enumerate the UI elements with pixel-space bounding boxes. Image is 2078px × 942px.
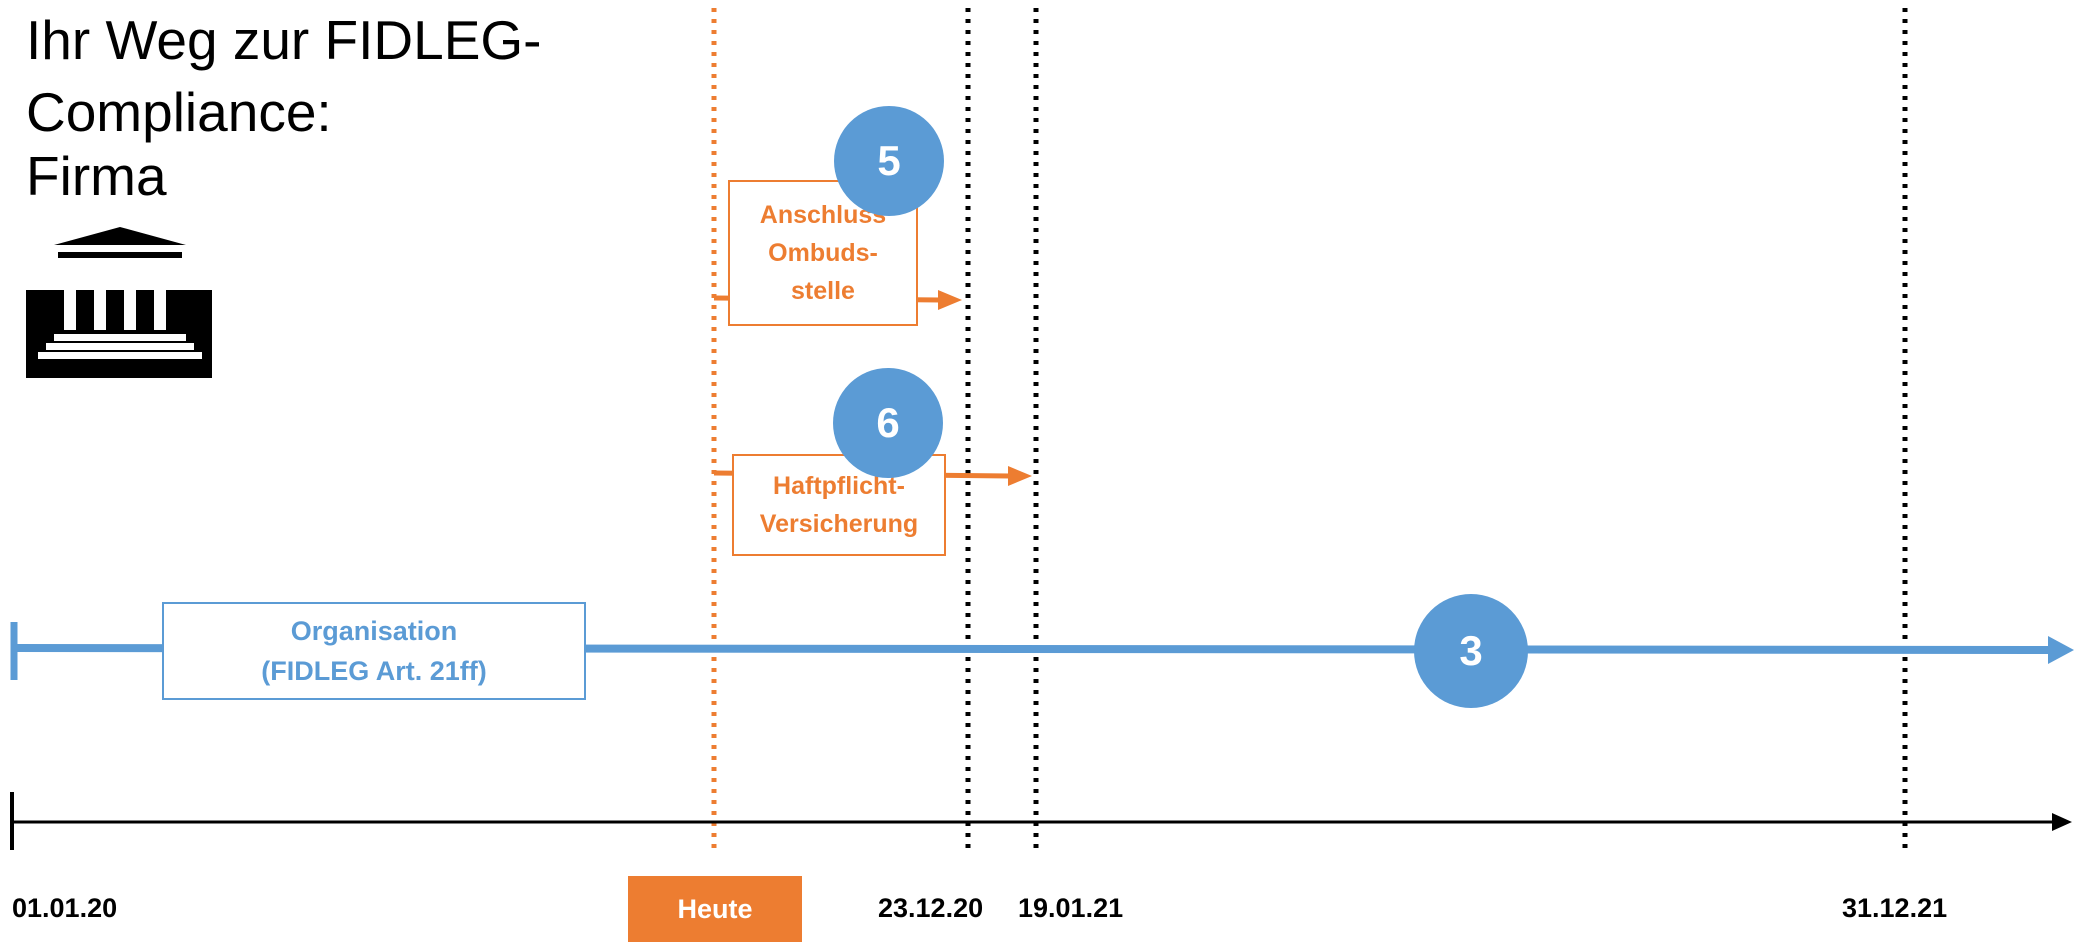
date-label-start: 01.01.20 [12, 893, 118, 923]
organisation-label-line-2: (FIDLEG Art. 21ff) [261, 656, 487, 686]
title-line-3: Firma [26, 145, 167, 207]
ombudsstelle-label-line-2: Ombuds- [768, 239, 878, 267]
haftpflicht-label-line-1: Haftpflicht- [773, 472, 905, 500]
step-number-badge-6: 6 [833, 368, 943, 478]
date-label-deadline-2: 19.01.21 [1018, 893, 1124, 923]
ombudsstelle-label-line-3: stelle [791, 277, 855, 305]
time-axis [10, 792, 2072, 850]
organisation-step-box: Organisation (FIDLEG Art. 21ff) [162, 602, 586, 700]
today-tag: Heute [628, 876, 802, 942]
step-number-badge-5: 5 [834, 106, 944, 216]
bank-building-icon [26, 227, 212, 378]
title-line-2: Compliance: [26, 81, 332, 143]
haftpflicht-label-line-2: Versicherung [759, 510, 919, 538]
organisation-label-line-1: Organisation [290, 616, 458, 646]
title-line-1: Ihr Weg zur FIDLEG- [26, 9, 542, 71]
date-label-end: 31.12.21 [1842, 893, 1948, 923]
date-label-deadline-1: 23.12.20 [878, 893, 984, 923]
step-number-badge-3: 3 [1414, 594, 1528, 708]
